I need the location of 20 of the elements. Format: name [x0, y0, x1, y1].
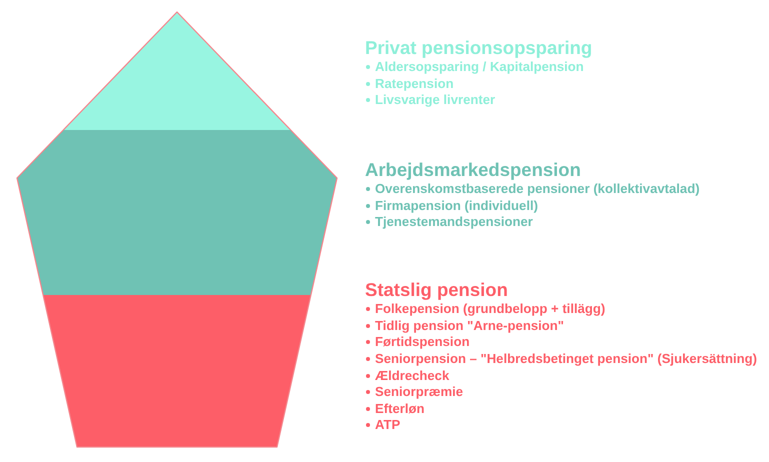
list-item: Efterløn — [375, 400, 424, 417]
list-item: Aldersopsparing / Kapitalpension — [375, 59, 584, 76]
section-heading: Arbejdsmarkedspension — [365, 159, 581, 181]
list-item: Seniorpension – "Helbredsbetinget pension" (Sjukersättning) — [375, 351, 758, 368]
list-item: Ratepension — [375, 76, 454, 92]
list-item: ATP — [375, 417, 400, 434]
pentagon-middle-section — [16, 130, 338, 296]
list-item: Overenskomstbaserede pensioner (kollektivavtalad) — [375, 181, 700, 198]
list-item: Førtidspension — [375, 334, 470, 350]
section-heading: Statslig pension — [365, 279, 508, 301]
pentagon-bottom-section — [42, 294, 312, 448]
list-item: Tidlig pension "Arne-pension" — [375, 318, 564, 334]
list-item: Seniorpræmie — [375, 384, 464, 400]
list-item: Firmapension (individuell) — [375, 198, 538, 214]
section-heading: Privat pensionsopsparing — [365, 37, 592, 59]
list-item: Folkepension (grundbelopp + tillägg) — [375, 301, 606, 318]
list-item: Livsvarige livrenter — [375, 92, 496, 108]
list-item: Ældrecheck — [375, 368, 450, 384]
list-item: Tjenestemandspensioner — [375, 214, 533, 230]
pentagon-top-section — [62, 11, 292, 130]
